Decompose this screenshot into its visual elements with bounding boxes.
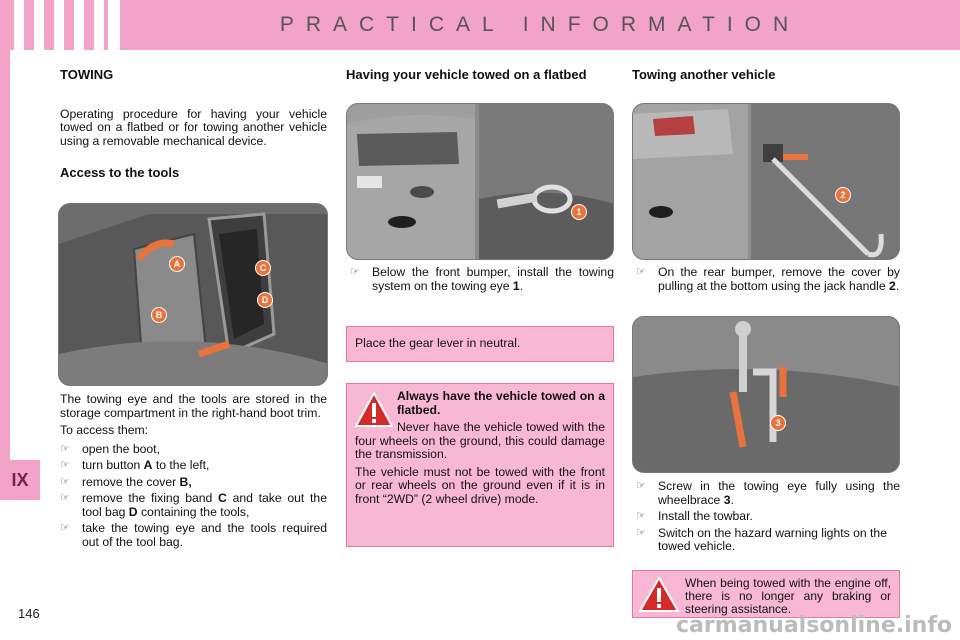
neutral-note: Place the gear lever in neutral.	[355, 336, 521, 350]
boot-trim-illustration	[59, 204, 327, 385]
left-column: TOWING Operating procedure for having yo…	[60, 68, 327, 180]
callout-1: 1	[571, 204, 587, 220]
access-steps: ☞open the boot, ☞turn button A to the le…	[60, 441, 327, 550]
boot-trim-photo: A B C D	[58, 203, 328, 386]
callout-c: C	[255, 260, 271, 276]
header-stripes	[0, 0, 120, 50]
watermark: carmanualsonline.info	[676, 613, 952, 638]
section-heading-towing: TOWING	[60, 67, 114, 82]
bullet-hand-icon: ☞	[60, 442, 70, 455]
right-column: Towing another vehicle	[632, 68, 900, 82]
page-number: 146	[18, 606, 40, 621]
page-header: PRACTICAL INFORMATION	[0, 0, 960, 50]
warning-para-2: The vehicle must not be towed with the f…	[355, 464, 605, 506]
flatbed-steps: ☞Below the front bumper, install the tow…	[350, 265, 614, 293]
header-stripe	[34, 0, 44, 50]
middle-column: Having your vehicle towed on a flatbed	[346, 68, 614, 82]
towing-eye-photo: 3	[632, 316, 900, 473]
page-title: PRACTICAL INFORMATION	[279, 13, 801, 36]
list-item: ☞Switch on the hazard warning lights on …	[636, 525, 887, 553]
callout-a: A	[169, 256, 185, 272]
warning-triangle-icon	[639, 577, 679, 612]
engine-off-warning: When being towed with the engine off, th…	[685, 576, 891, 616]
list-item: ☞turn button A to the left,	[60, 458, 210, 472]
list-item: ☞Install the towbar.	[636, 509, 753, 523]
front-bumper-photo: 1	[346, 103, 614, 260]
right-bullets-2: ☞Screw in the towing eye fully using the…	[636, 479, 900, 557]
list-item: ☞On the rear bumper, remove the cover by…	[636, 265, 900, 293]
bullet-hand-icon: ☞	[60, 475, 70, 488]
bullet-hand-icon: ☞	[636, 266, 646, 278]
callout-d: D	[257, 292, 273, 308]
list-item: ☞remove the fixing band C and take out t…	[60, 491, 327, 519]
bullet-hand-icon: ☞	[60, 492, 70, 504]
right-bullet-1: ☞On the rear bumper, remove the cover by…	[636, 265, 900, 296]
header-stripe	[108, 0, 120, 50]
list-item: ☞take the towing eye and the tools requi…	[60, 521, 327, 549]
list-item: ☞Screw in the towing eye fully using the…	[636, 479, 900, 507]
rear-bumper-illustration	[633, 104, 899, 259]
warning-triangle-icon	[355, 392, 393, 427]
callout-3: 3	[770, 415, 786, 431]
bullet-hand-icon: ☞	[636, 480, 646, 492]
bullet-hand-icon: ☞	[636, 526, 646, 539]
section-heading-flatbed: Having your vehicle towed on a flatbed	[346, 67, 587, 82]
callout-b: B	[151, 307, 167, 323]
rear-bumper-photo: 2	[632, 103, 900, 260]
warning-title: Always have the vehicle towed on a flatb…	[397, 389, 605, 417]
engine-off-warning-box: When being towed with the engine off, th…	[632, 570, 900, 618]
callout-2: 2	[835, 187, 851, 203]
chapter-tab[interactable]: IX	[0, 460, 40, 500]
list-item: ☞open the boot,	[60, 441, 160, 456]
section-heading-towing-another: Towing another vehicle	[632, 67, 776, 82]
chapter-strip	[0, 50, 10, 470]
list-item: ☞Below the front bumper, install the tow…	[350, 265, 614, 293]
list-item: ☞remove the cover B,	[60, 474, 192, 489]
bullet-hand-icon: ☞	[350, 266, 360, 278]
warning-para-1: Never have the vehicle towed with the fo…	[355, 420, 605, 461]
subheading-access-tools: Access to the tools	[60, 165, 180, 180]
bullet-hand-icon: ☞	[60, 459, 70, 471]
left-column-lower: The towing eye and the tools are stored …	[60, 392, 327, 552]
flatbed-warning-box: Always have the vehicle towed on a flatb…	[346, 383, 614, 547]
bullet-hand-icon: ☞	[60, 522, 70, 534]
header-stripe	[94, 0, 104, 50]
header-stripe	[74, 0, 84, 50]
storage-text: The towing eye and the tools are stored …	[60, 392, 327, 420]
middle-bullet: ☞Below the front bumper, install the tow…	[350, 265, 614, 296]
to-access-text: To access them:	[60, 423, 149, 437]
towing-eye-illustration	[633, 317, 899, 472]
neutral-note-box: Place the gear lever in neutral.	[346, 326, 614, 362]
header-stripe	[54, 0, 64, 50]
rear-cover-steps: ☞On the rear bumper, remove the cover by…	[636, 265, 900, 293]
header-stripe	[14, 0, 24, 50]
intro-text: Operating procedure for having your vehi…	[60, 106, 327, 148]
bullet-hand-icon: ☞	[636, 510, 646, 522]
towing-steps: ☞Screw in the towing eye fully using the…	[636, 479, 900, 554]
front-bumper-illustration	[347, 104, 613, 259]
